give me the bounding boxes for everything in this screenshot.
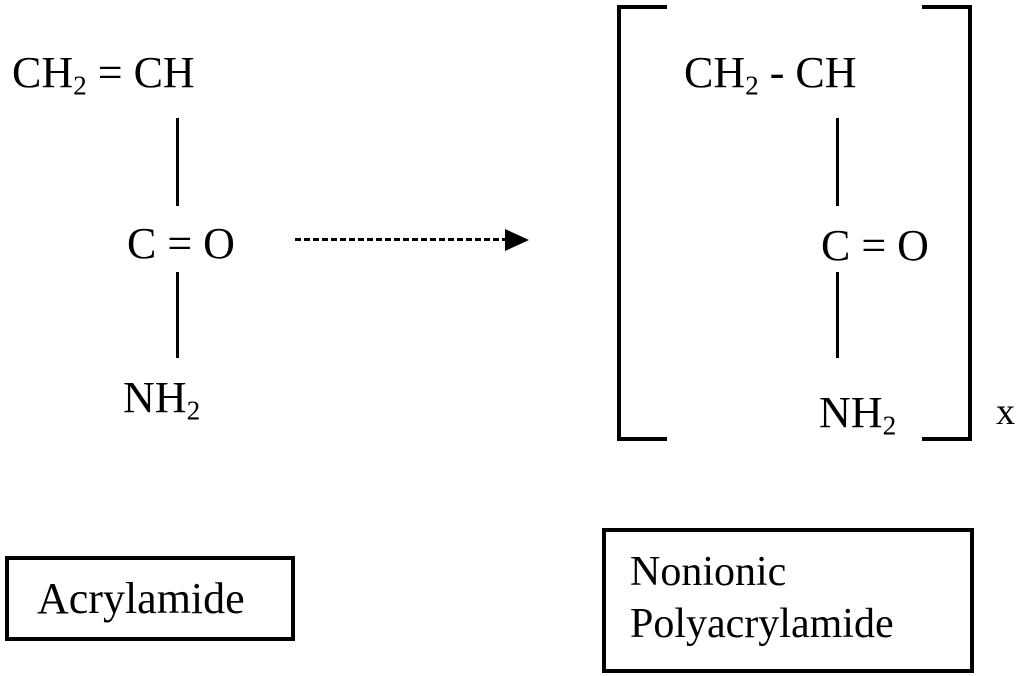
monomer-c-double-o: C = O (127, 219, 235, 268)
polymer-backbone-formula: CH2 - CH (684, 48, 857, 101)
monomer-vinyl-formula: CH2 = CH (12, 48, 195, 101)
monomer-single-bond-bottom (176, 272, 179, 358)
monomer-ch2: CH (12, 48, 74, 97)
monomer-amide-formula: NH2 (123, 373, 200, 426)
polymer-c-double-o: C = O (821, 221, 929, 270)
polymer-label-line2: Polyacrylamide (630, 601, 894, 647)
polymer-bracket-right-stem (968, 5, 972, 441)
monomer-double-bond-ch: = CH (86, 48, 195, 97)
polymer-bracket-left-stem (617, 5, 621, 441)
reaction-arrow-shaft (295, 238, 508, 241)
polymer-single-bond-ch: - CH (758, 48, 857, 97)
polymer-bracket-right-bottom-arm (922, 437, 972, 441)
polymer-nh: NH (819, 388, 883, 437)
monomer-carbonyl-formula: C = O (127, 219, 235, 268)
polymer-amide-formula: NH2 (819, 388, 896, 441)
polymer-bracket-left-top-arm (617, 5, 667, 9)
polymer-label-line1: Nonionic (630, 549, 787, 595)
polymer-bracket-right-top-arm (922, 5, 972, 9)
reaction-arrow-head-icon (505, 229, 529, 251)
polymer-carbonyl-formula: C = O (821, 221, 929, 270)
polymer-bracket-left-bottom-arm (617, 437, 667, 441)
monomer-single-bond-top (176, 118, 179, 206)
polymer-label-box: Nonionic Polyacrylamide (602, 528, 974, 673)
polymer-single-bond-top (836, 118, 839, 206)
monomer-label-text: Acrylamide (37, 574, 245, 623)
monomer-ch2-subscript: 2 (73, 70, 87, 101)
polymer-nh-subscript: 2 (882, 410, 897, 441)
polymer-ch2-subscript: 2 (745, 70, 759, 101)
monomer-label-box: Acrylamide (5, 556, 295, 641)
monomer-nh: NH (123, 373, 187, 422)
monomer-nh-subscript: 2 (186, 395, 201, 426)
polymer-ch2: CH (684, 48, 746, 97)
polymer-single-bond-bottom (836, 272, 839, 358)
polymer-repeat-subscript: x (996, 391, 1015, 433)
